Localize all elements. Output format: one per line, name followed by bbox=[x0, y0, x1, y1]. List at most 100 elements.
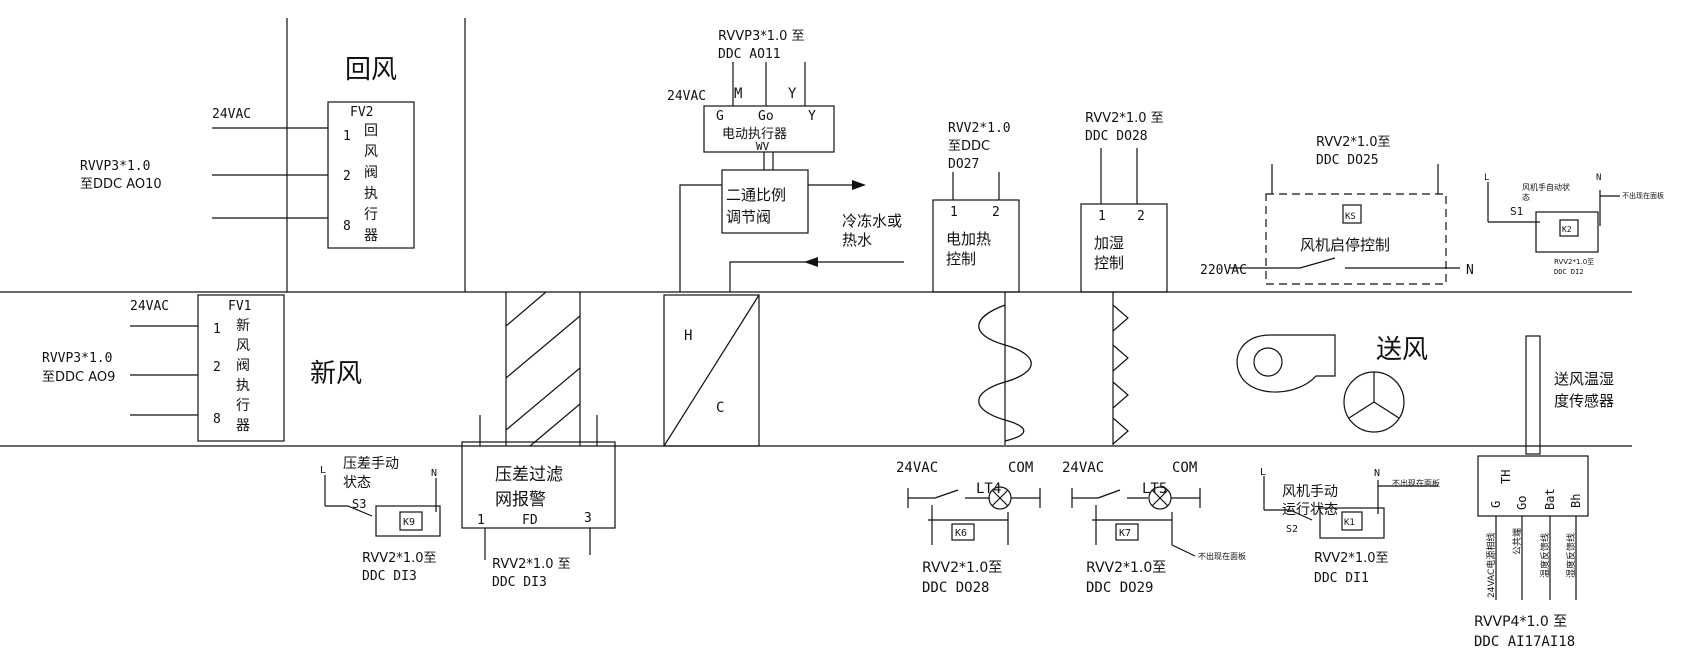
th-sensor: 送风温湿 度传感器 G TH Go Bat Bh 24VAC电源相线 公共端 温… bbox=[1474, 335, 1614, 650]
fan-auto-s1: S1 bbox=[1510, 205, 1523, 218]
fan-ctrl-power: 220VAC bbox=[1200, 263, 1247, 278]
dp-cable-1: DDC DI3 bbox=[362, 569, 417, 584]
dp-title-0: 压差手动 bbox=[343, 456, 399, 472]
filter-alarm-name-1: 网报警 bbox=[495, 490, 546, 510]
fan-run-n: N bbox=[1374, 468, 1380, 479]
valve-assembly: RVVP3*1.0 至 DDC AO11 24VAC M Y G Go Y 电动… bbox=[667, 29, 904, 292]
fv2-desc-2: 阀 bbox=[364, 165, 378, 181]
heater-pin-1: 1 bbox=[950, 205, 958, 220]
filter-cable-0: RVV2*1.0 至 bbox=[492, 557, 571, 572]
heater-cable-1: 至DDC bbox=[948, 139, 990, 154]
lt5-cable-1: DDC DO29 bbox=[1086, 580, 1153, 596]
coil-h-label: H bbox=[684, 328, 692, 344]
valve-wire-m: M bbox=[734, 86, 742, 102]
fv2-cable-label: RVVP3*1.0 bbox=[80, 159, 150, 174]
sensor-pin-bat: Bat bbox=[1543, 488, 1557, 510]
fv2-desc-3: 执 bbox=[364, 186, 378, 202]
chw-hw-label-0: 冷冻水或 bbox=[842, 212, 902, 230]
fan-control: RVV2*1.0至 DDC DO25 KS 风机启停控制 220VAC N bbox=[1200, 135, 1474, 285]
sensor-wire-3: 湿度反馈线 bbox=[1565, 533, 1577, 578]
fv2-pin-2: 2 bbox=[343, 169, 351, 184]
lt5-cable-0: RVV2*1.0至 bbox=[1086, 560, 1166, 576]
electric-heater: RVV2*1.0 至DDC DO27 1 2 电加热 控制 bbox=[932, 121, 1032, 445]
filter-cable-1: DDC DI3 bbox=[492, 575, 547, 590]
fv1-desc-4: 行 bbox=[236, 398, 250, 414]
humid-name-1: 控制 bbox=[1094, 254, 1124, 272]
fan-ctrl-cable-0: RVV2*1.0至 bbox=[1316, 135, 1391, 150]
fv2-desc-5: 器 bbox=[364, 228, 378, 244]
fan-run-cable-1: DDC DI1 bbox=[1314, 571, 1369, 586]
sensor-name-0: 送风温湿 bbox=[1554, 370, 1614, 388]
lt5-lamp: LT5 bbox=[1142, 481, 1167, 497]
dp-l: L bbox=[320, 465, 326, 476]
valve-pin-y: Y bbox=[808, 109, 816, 124]
fan-auto-title-1: 态 bbox=[1522, 192, 1530, 202]
filter-pin-3: 3 bbox=[584, 511, 592, 526]
fv1-pin-8: 8 bbox=[213, 412, 221, 427]
fv1-desc-3: 执 bbox=[236, 378, 250, 394]
fv2-power-label: 24VAC bbox=[212, 107, 251, 122]
filter-pin-1: 1 bbox=[477, 513, 485, 528]
dp-title-1: 状态 bbox=[343, 475, 371, 491]
valve-power-label: 24VAC bbox=[667, 89, 706, 104]
fv2-desc-0: 回 bbox=[364, 123, 378, 139]
duct-lines bbox=[0, 18, 1632, 447]
fan-run-title-0: 风机手动 bbox=[1282, 484, 1338, 500]
coil: H C bbox=[663, 294, 760, 447]
lt4-cable-1: DDC DO28 bbox=[922, 580, 989, 596]
fv1-desc-0: 新 bbox=[236, 318, 250, 334]
filter-section bbox=[479, 291, 598, 447]
lt5-indicator: 24VAC COM LT5 K7 不出现在面板 RVV2*1.0至 DDC DO… bbox=[1062, 460, 1246, 596]
sensor-wire-2: 温度反馈线 bbox=[1539, 533, 1551, 578]
dp-manual-status: L N 压差手动 状态 S3 K9 RVV2*1.0至 DDC DI3 bbox=[320, 456, 441, 584]
fv1-desc-1: 风 bbox=[236, 338, 250, 354]
sensor-cable-0: RVVP4*1.0 至 bbox=[1474, 614, 1567, 630]
sensor-pin-go: Go bbox=[1515, 496, 1529, 510]
filter-alarm: 压差过滤 网报警 1 FD 3 RVV2*1.0 至 DDC DI3 bbox=[461, 441, 616, 590]
sensor-cable-1: DDC AI17AI18 bbox=[1474, 634, 1575, 650]
chw-hw-label-1: 热水 bbox=[842, 231, 872, 249]
supply-air-label: 送风 bbox=[1376, 335, 1428, 365]
humidifier: RVV2*1.0 至 DDC DO28 1 2 加湿 控制 bbox=[1080, 111, 1168, 445]
fv1-desc-2: 阀 bbox=[236, 358, 250, 374]
lt4-com: COM bbox=[1008, 460, 1033, 476]
heater-name-1: 控制 bbox=[946, 250, 976, 268]
humid-name-0: 加湿 bbox=[1094, 234, 1124, 252]
humid-pin-2: 2 bbox=[1137, 209, 1145, 224]
fan-run-l: L bbox=[1260, 467, 1266, 478]
valve-body-0: 二通比例 bbox=[726, 186, 786, 204]
fan-ctrl-label: 风机启停控制 bbox=[1300, 236, 1390, 254]
valve-wv-label: WV bbox=[756, 140, 770, 153]
fv1-dest-label: 至DDC AO9 bbox=[42, 370, 115, 385]
fv1-desc-5: 器 bbox=[236, 418, 250, 434]
valve-pin-go: Go bbox=[758, 109, 774, 124]
heater-cable-2: DO27 bbox=[948, 157, 979, 172]
fv1-cable-label: RVVP3*1.0 bbox=[42, 351, 112, 366]
fv2-pin-8: 8 bbox=[343, 219, 351, 234]
fv1-pin-1: 1 bbox=[213, 322, 221, 337]
fan-auto-cable-0: RVV2*1.0至 bbox=[1554, 258, 1594, 266]
fv2-desc-1: 风 bbox=[364, 144, 378, 160]
coil-c-label: C bbox=[716, 400, 724, 416]
humid-pin-1: 1 bbox=[1098, 209, 1106, 224]
valve-actuator-label: 电动执行器 bbox=[722, 127, 787, 142]
lt4-indicator: 24VAC COM LT4 K6 RVV2*1.0至 DDC DO28 bbox=[896, 460, 1041, 596]
humid-cable-1: DDC DO28 bbox=[1085, 129, 1148, 144]
heater-name-0: 电加热 bbox=[946, 230, 991, 248]
sensor-wire-0: 24VAC电源相线 bbox=[1485, 533, 1497, 598]
fan-auto-cable-1: DDC DI2 bbox=[1554, 268, 1584, 276]
filter-pin-fd: FD bbox=[522, 513, 538, 528]
fan-auto-panel: 不出现在面板 bbox=[1622, 191, 1664, 200]
fan-run-title-1: 运行状态 bbox=[1282, 502, 1338, 518]
fan-run-k1: K1 bbox=[1344, 518, 1355, 528]
lt5-relay: K7 bbox=[1119, 528, 1131, 539]
lt5-power: 24VAC bbox=[1062, 460, 1104, 476]
sensor-name-1: 度传感器 bbox=[1554, 392, 1614, 410]
sensor-wire-1: 公共端 bbox=[1511, 528, 1523, 555]
fan-auto-status: L N 风机手自动状 态 不出现在面板 S1 K2 RVV2*1.0至 DDC … bbox=[1484, 173, 1664, 276]
fan-auto-l: L bbox=[1484, 173, 1489, 183]
dp-n: N bbox=[431, 468, 437, 479]
fv1-actuator: 24VAC RVVP3*1.0 至DDC AO9 FV1 1 2 8 新 风 阀… bbox=[42, 294, 285, 442]
fan-run-s2: S2 bbox=[1286, 524, 1298, 535]
fan-run-panel: 不出现在面板 bbox=[1392, 478, 1440, 488]
